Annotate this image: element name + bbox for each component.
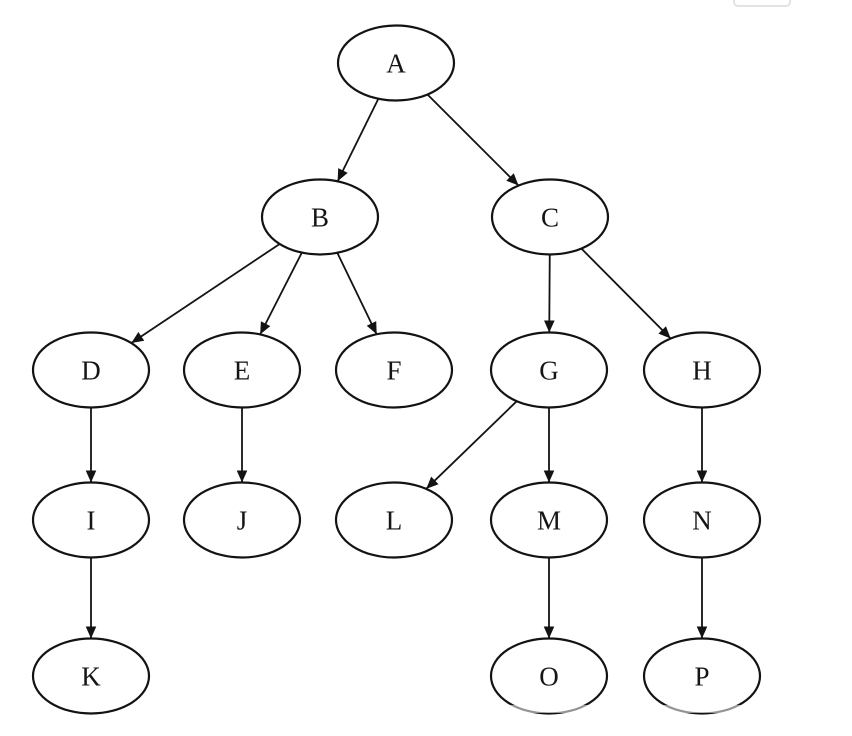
edge-G-L	[425, 400, 518, 490]
tree-node-C: C	[490, 178, 610, 256]
node-label-P: P	[694, 662, 709, 692]
edge-B-F	[336, 252, 378, 335]
tree-node-D: D	[31, 331, 151, 409]
edge-C-G	[544, 254, 555, 333]
tree-node-H: H	[642, 331, 762, 409]
node-label-I: I	[87, 506, 96, 536]
tree-node-A: A	[336, 24, 456, 102]
edges-layer	[85, 93, 708, 639]
node-label-C: C	[541, 203, 559, 233]
partial-toolbar-button[interactable]	[733, 0, 791, 7]
tree-node-P: P	[642, 637, 762, 715]
node-label-M: M	[537, 506, 561, 536]
node-label-K: K	[81, 662, 101, 692]
node-label-J: J	[237, 506, 248, 536]
tree-node-F: F	[334, 331, 454, 409]
node-label-N: N	[692, 506, 712, 536]
tree-node-E: E	[182, 331, 302, 409]
node-label-E: E	[234, 356, 251, 386]
edge-A-C	[426, 93, 520, 187]
node-label-H: H	[692, 356, 712, 386]
node-ellipse-A	[336, 24, 456, 102]
node-label-A: A	[386, 49, 406, 79]
node-ellipse-C	[490, 178, 610, 256]
node-label-O: O	[539, 662, 559, 692]
edge-A-B	[336, 98, 380, 182]
tree-node-J: J	[182, 481, 302, 559]
tree-node-B: B	[260, 178, 380, 256]
node-ellipse-L	[334, 481, 454, 559]
node-label-G: G	[539, 356, 559, 386]
edge-B-D	[130, 243, 281, 344]
tree-node-N: N	[642, 481, 762, 559]
nodes-layer: A B C D E F G H I J L M N K O P	[31, 24, 762, 715]
node-ellipse-B	[260, 178, 380, 256]
node-label-D: D	[81, 356, 101, 386]
tree-node-K: K	[31, 637, 151, 715]
edge-B-E	[259, 252, 303, 335]
tree-node-M: M	[489, 481, 609, 559]
tree-node-L: L	[334, 481, 454, 559]
node-ellipse-F	[334, 331, 454, 409]
edge-C-H	[580, 247, 672, 340]
node-label-F: F	[386, 356, 401, 386]
node-label-B: B	[311, 203, 329, 233]
tree-node-I: I	[31, 481, 151, 559]
tree-node-O: O	[489, 637, 609, 715]
tree-node-G: G	[489, 331, 609, 409]
node-label-L: L	[386, 506, 403, 536]
